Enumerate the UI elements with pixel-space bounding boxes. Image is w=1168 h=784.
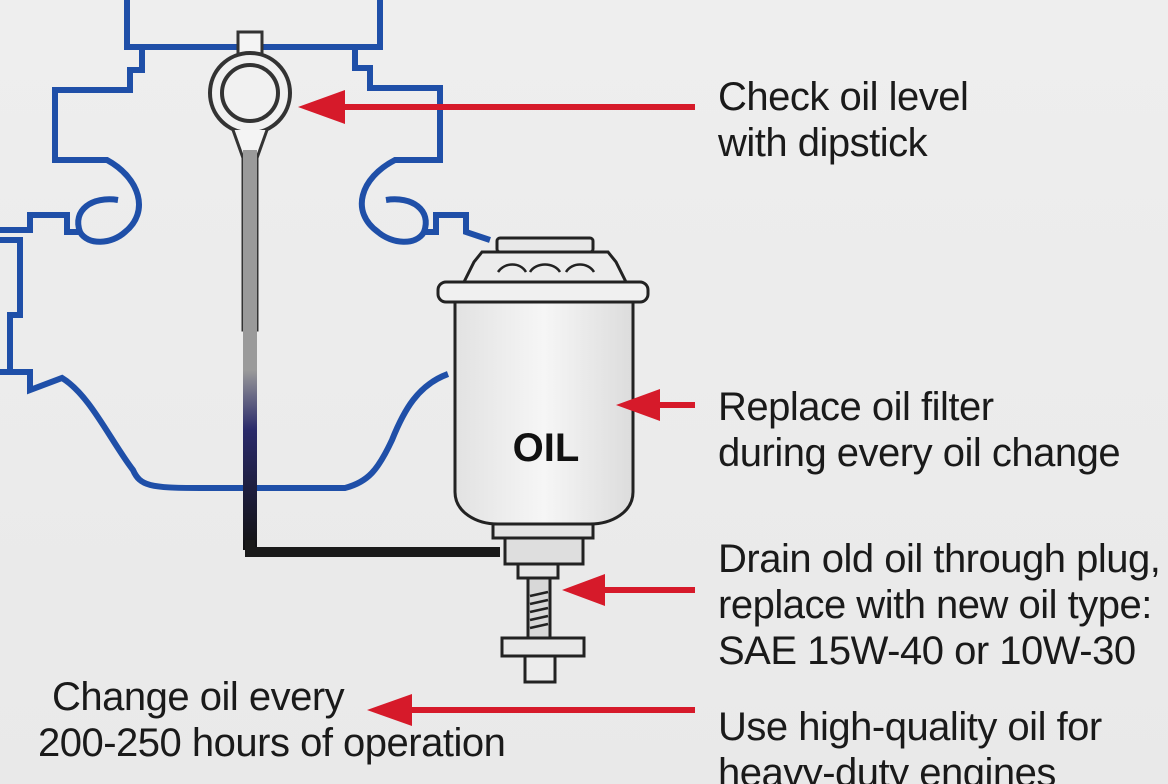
callout-line: Change oil every (52, 675, 345, 719)
callout-drain-oil: Drain old oil through plug, replace with… (718, 536, 1161, 674)
dipstick-rod (243, 150, 257, 550)
callout-line: with dipstick (718, 121, 928, 165)
callout-line: Use high-quality oil for (718, 705, 1102, 749)
callout-replace-filter: Replace oil filter during every oil chan… (718, 384, 1121, 476)
callout-line: Replace oil filter (718, 385, 994, 429)
arrow-drain-plug (562, 574, 695, 606)
drain-plug-washer (500, 636, 586, 658)
filter-dome-ribs (496, 263, 596, 273)
drain-plug (500, 562, 586, 684)
callout-line: Check oil level (718, 75, 969, 119)
drain-plug-head (523, 654, 557, 684)
engine-outline (0, 0, 491, 491)
filter-top-cap (495, 236, 595, 254)
arrow-interval (367, 694, 695, 726)
filter-rim (436, 280, 650, 304)
callout-line: heavy-duty engines (718, 751, 1056, 784)
engine-left-side (0, 47, 145, 245)
drain-plug-stem (516, 562, 560, 580)
filter-body (453, 300, 635, 526)
callout-line: Drain old oil through plug, (718, 537, 1161, 581)
callout-check-oil-level: Check oil level with dipstick (718, 74, 969, 166)
oil-filter (436, 236, 650, 566)
callout-oil-quality: Use high-quality oil for heavy-duty engi… (718, 704, 1102, 784)
callout-line: 200-250 hours of operation (38, 721, 506, 765)
engine-left-lower (0, 237, 23, 375)
callout-change-interval: Change oil every 200-250 hours of operat… (38, 674, 506, 766)
engine-right-mount-lug (385, 196, 429, 234)
dipstick-ring-inner (220, 63, 280, 123)
filter-oil-label: OIL (512, 426, 580, 470)
arrow-filter (616, 389, 695, 421)
arrow-dipstick (298, 90, 695, 124)
drain-plug-threads (529, 590, 549, 630)
dipstick-cap (236, 30, 264, 56)
dipstick (208, 30, 500, 557)
callout-line: replace with new oil type: (718, 583, 1152, 627)
callout-line: SAE 15W-40 or 10W-30 (718, 629, 1136, 673)
engine-left-mount-lug (75, 196, 119, 234)
oil-return-line (245, 540, 500, 557)
filter-base-ring (491, 522, 595, 540)
engine-right-side (352, 47, 491, 245)
filter-dome (461, 250, 629, 284)
filter-base-collar (503, 536, 585, 566)
callout-arrows (298, 90, 695, 726)
callout-line: during every oil change (718, 431, 1121, 475)
engine-sump (10, 369, 450, 491)
